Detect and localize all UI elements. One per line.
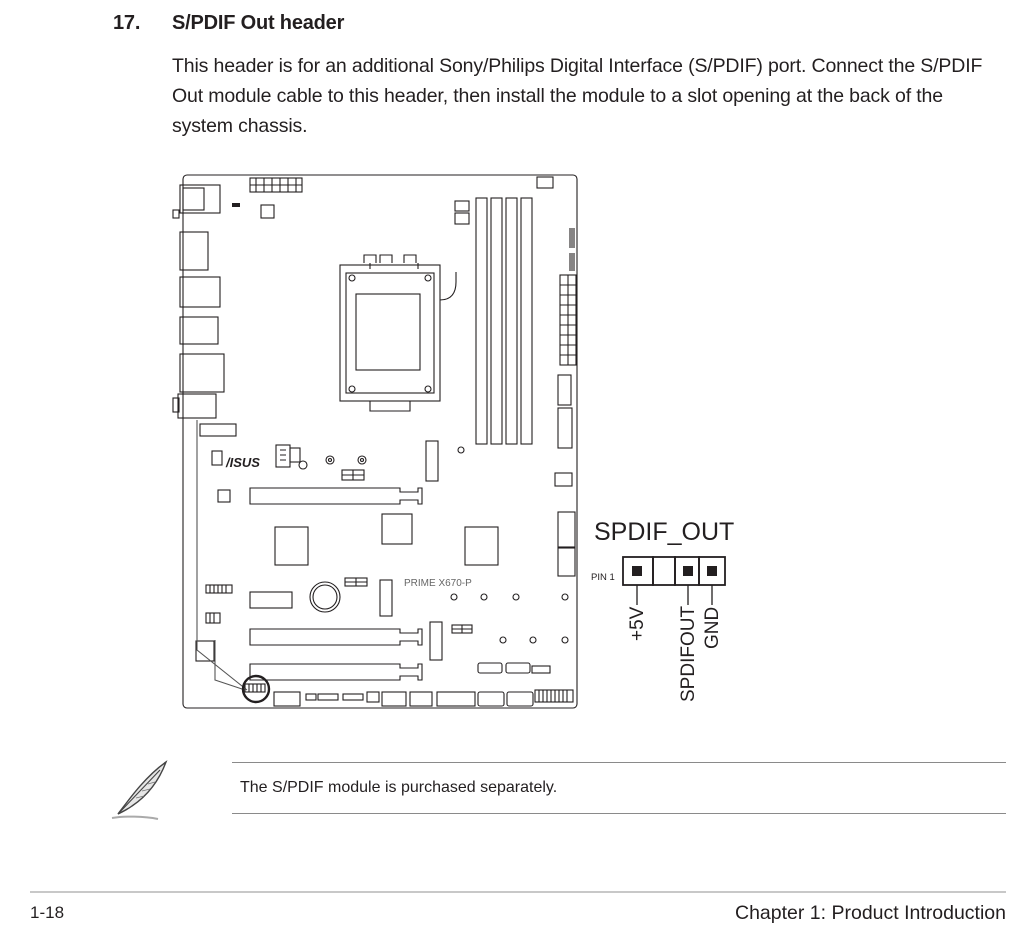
chip: [205, 584, 233, 594]
section-number: 17.: [113, 12, 141, 34]
header: [409, 691, 433, 707]
dimm-slot: [520, 197, 533, 445]
chip: [536, 176, 554, 189]
footer-rule: [30, 891, 1006, 893]
chip: [199, 423, 237, 437]
header: [305, 693, 317, 701]
header: [317, 693, 339, 701]
dimm-slot: [490, 197, 503, 445]
chip: [217, 489, 231, 503]
note-top-rule: [232, 762, 1006, 763]
header: [506, 691, 534, 707]
cmos-battery: [309, 581, 341, 613]
header: [436, 691, 476, 707]
chip: [275, 444, 291, 468]
io-port: [182, 187, 205, 211]
pin-spdifout: [683, 566, 693, 576]
connector: [554, 472, 573, 487]
chip: [531, 665, 551, 674]
io-port: [172, 397, 180, 413]
cpu-socket: [339, 264, 441, 402]
dimm-slot: [505, 197, 518, 445]
note-bottom-rule: [232, 813, 1006, 814]
chip: [260, 204, 275, 219]
chip: [211, 450, 223, 466]
section-heading: 17. S/PDIF Out header: [113, 12, 344, 35]
pcie-slot: [249, 663, 423, 681]
page-number: 1-18: [30, 903, 65, 922]
chip: [289, 447, 301, 463]
pin-label-spdifout: SPDIFOUT: [678, 606, 699, 702]
sata-port: [557, 374, 572, 406]
chip: [195, 640, 215, 662]
chip: [381, 513, 413, 545]
io-port: [179, 231, 209, 271]
header: [273, 691, 301, 707]
sata-port: [477, 662, 503, 674]
connector: [557, 407, 573, 449]
chipset: [464, 526, 499, 566]
io-port: [179, 353, 225, 393]
m2-slot: [379, 579, 393, 617]
io-port: [172, 209, 180, 219]
feather-icon: [111, 760, 168, 820]
motherboard-outline: [182, 174, 578, 709]
pin-label-5v: +5V: [627, 606, 648, 641]
cpu-chip: [355, 293, 421, 371]
m2-slot: [425, 440, 439, 482]
header: [342, 693, 364, 701]
header: [534, 689, 574, 703]
io-port: [179, 316, 219, 345]
pin-gnd: [707, 566, 717, 576]
board-brand: /ISUS: [225, 455, 260, 470]
header: [381, 691, 407, 707]
sata-port: [505, 662, 531, 674]
pcie-slot: [249, 628, 423, 646]
header: [366, 691, 380, 703]
note-text: The S/PDIF module is purchased separatel…: [240, 779, 558, 796]
io-port: [179, 184, 221, 214]
chip: [205, 612, 221, 624]
pin-label-gnd: GND: [702, 607, 723, 649]
chip: [454, 212, 470, 225]
connector: [557, 511, 576, 548]
board-model: PRIME X670-P: [404, 578, 472, 589]
pinout-title: SPDIF_OUT: [594, 518, 734, 546]
m2-slot: [429, 621, 443, 661]
io-port: [179, 276, 221, 308]
io-port: [177, 393, 217, 419]
pin-5v: [632, 566, 642, 576]
connector: [557, 547, 576, 577]
header: [477, 691, 505, 707]
spdif-header-on-board: [244, 683, 266, 693]
spdif-highlight-circle: [241, 674, 271, 704]
chip: [274, 526, 309, 566]
section-description: This header is for an additional Sony/Ph…: [172, 55, 983, 137]
pcie-slot: [249, 487, 423, 505]
chapter-title: Chapter 1: Product Introduction: [735, 902, 1006, 924]
section-title: S/PDIF Out header: [172, 12, 345, 34]
dimm-slot: [475, 197, 488, 445]
chip: [454, 200, 470, 212]
pin1-label: PIN 1: [591, 572, 615, 583]
chip: [249, 591, 293, 609]
